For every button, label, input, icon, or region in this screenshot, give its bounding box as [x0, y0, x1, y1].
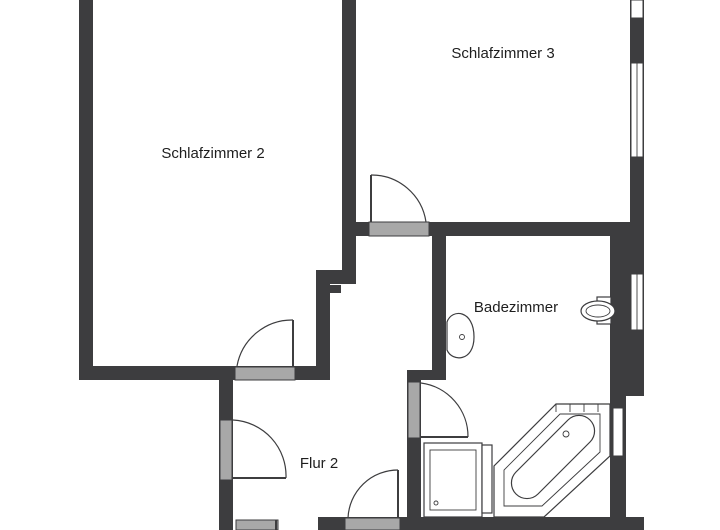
label-schlafzimmer-2: Schlafzimmer 2 — [161, 145, 264, 162]
toilet — [580, 296, 616, 325]
shower — [423, 442, 493, 518]
window-top-right — [630, 0, 644, 19]
wall-bath-right — [610, 228, 626, 530]
wall-notch-inner — [327, 285, 341, 293]
door-flur-left[interactable] — [219, 419, 287, 481]
wall-sz2-left — [79, 0, 93, 380]
wall-bath-ledge — [407, 370, 446, 380]
doors — [219, 174, 469, 530]
wall-corridor-left-upper — [342, 230, 356, 274]
door-schlafzimmer-3[interactable] — [368, 174, 430, 237]
windows — [612, 0, 644, 457]
door-badezimmer[interactable] — [407, 381, 469, 439]
label-flur-2: Flur 2 — [300, 455, 338, 472]
door-bottom-left[interactable] — [235, 519, 279, 530]
label-schlafzimmer-3: Schlafzimmer 3 — [451, 45, 554, 62]
wall-notch-vertical — [316, 270, 330, 380]
bathroom-fixtures — [423, 296, 616, 518]
bathtub — [493, 403, 611, 518]
wall-bath-left — [432, 228, 446, 380]
door-flur-bottom[interactable] — [344, 469, 401, 530]
wall-sz2-right — [342, 0, 356, 238]
window-bath-lower — [612, 407, 624, 457]
label-badezimmer: Badezimmer — [474, 299, 558, 316]
door-schlafzimmer-2[interactable] — [234, 319, 296, 381]
washbasin — [446, 312, 475, 359]
room-labels: Schlafzimmer 2 Schlafzimmer 3 Badezimmer… — [161, 45, 558, 472]
